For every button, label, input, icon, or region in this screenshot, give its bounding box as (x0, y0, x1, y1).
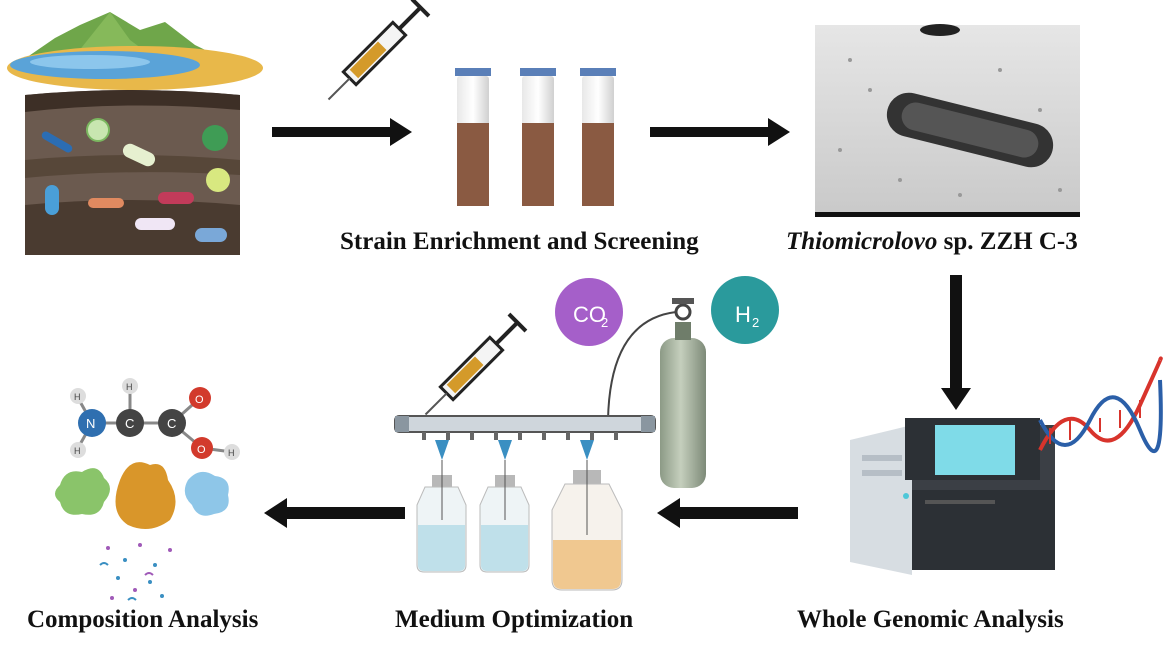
arrow-left-2 (264, 498, 405, 528)
organism-genus: Thiomicrolovo (786, 228, 938, 255)
gas-manifold-icon (394, 415, 656, 460)
vial (455, 68, 491, 206)
amino-acid-molecule-icon: N C C O O H H H H (70, 378, 240, 460)
atom-n: N (86, 416, 95, 431)
gas-cylinder-icon (607, 298, 706, 488)
medium-bottles (416, 460, 623, 591)
arrow-left-1 (657, 498, 798, 528)
co2-subscript: 2 (601, 315, 608, 330)
metabolite-dots-icon (99, 543, 172, 601)
bottle-blue-2 (479, 460, 530, 573)
vial (580, 68, 616, 206)
vial (520, 68, 556, 206)
h2-bubble: H 2 (711, 276, 779, 344)
atom-h4: H (228, 448, 235, 458)
environment-sample-icon (7, 12, 263, 255)
syringe-icon-2 (424, 312, 528, 416)
h2-label: H (735, 302, 751, 327)
co2-bubble: CO 2 (555, 278, 623, 346)
arrow-right-1 (272, 118, 412, 146)
composition-analysis-label: Composition Analysis (27, 606, 259, 633)
arrow-right-2 (650, 118, 790, 146)
syringe-icon (327, 0, 431, 101)
atom-c2: C (167, 416, 176, 431)
atom-h3: H (126, 382, 133, 392)
organism-label: Thiomicrolovo sp. ZZH C-3 (786, 228, 1078, 256)
h2-subscript: 2 (752, 315, 759, 330)
culture-vials (455, 68, 616, 206)
atom-o1: O (195, 394, 204, 406)
atom-o2: O (197, 444, 206, 456)
organism-strain: sp. ZZH C-3 (937, 228, 1078, 255)
atom-h1: H (74, 392, 81, 402)
strain-enrichment-label: Strain Enrichment and Screening (340, 228, 699, 255)
atom-c1: C (125, 416, 134, 431)
arrow-down (941, 275, 971, 410)
dna-helix-icon (1038, 356, 1163, 454)
bottle-orange (551, 460, 623, 591)
atom-h2: H (74, 446, 81, 456)
bottle-blue-1 (416, 460, 467, 573)
sequencer-machine-icon (850, 418, 1055, 575)
tem-micrograph-image (815, 24, 1080, 217)
protein-blobs-icon (55, 462, 229, 529)
whole-genomic-analysis-label: Whole Genomic Analysis (797, 606, 1064, 633)
co2-label: CO (573, 302, 606, 327)
medium-optimization-label: Medium Optimization (395, 606, 634, 633)
